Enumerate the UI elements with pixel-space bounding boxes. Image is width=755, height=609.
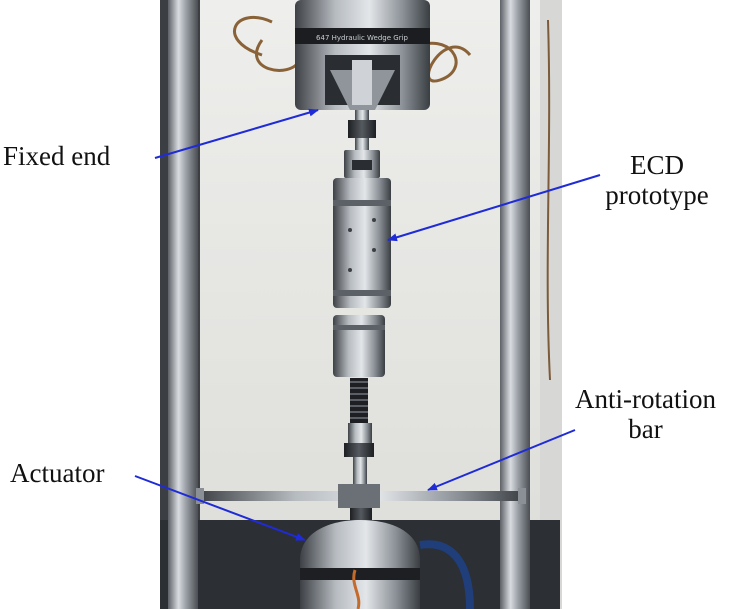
hydraulic-hose [419,540,474,609]
label-actuator: Actuator [10,458,105,488]
right-column [500,0,530,609]
label-ecd-line1: ECD [630,150,684,180]
ecd-cylinder-lower [333,315,385,377]
grip-plate-text: 647 Hydraulic Wedge Grip [316,34,408,42]
label-anti-line1: Anti-rotation [575,384,716,414]
arrow-anti-rotation-bar [427,429,576,491]
label-ecd-prototype: ECD prototype [592,150,722,210]
arrow-fixed-end [154,108,319,159]
label-anti-line2: bar [628,414,663,444]
left-column [168,0,198,609]
label-anti-rotation-bar: Anti-rotation bar [538,384,753,444]
arrow-ecd-prototype [387,174,601,242]
ecd-cylinder-upper [333,178,391,308]
label-fixed-end: Fixed end [3,141,111,171]
right-wall-strip [540,0,562,609]
right-cable [546,19,551,381]
label-ecd-line2: prototype [605,180,709,210]
arrow-actuator [134,475,306,541]
spring [350,378,368,423]
actuator-body [300,520,420,609]
